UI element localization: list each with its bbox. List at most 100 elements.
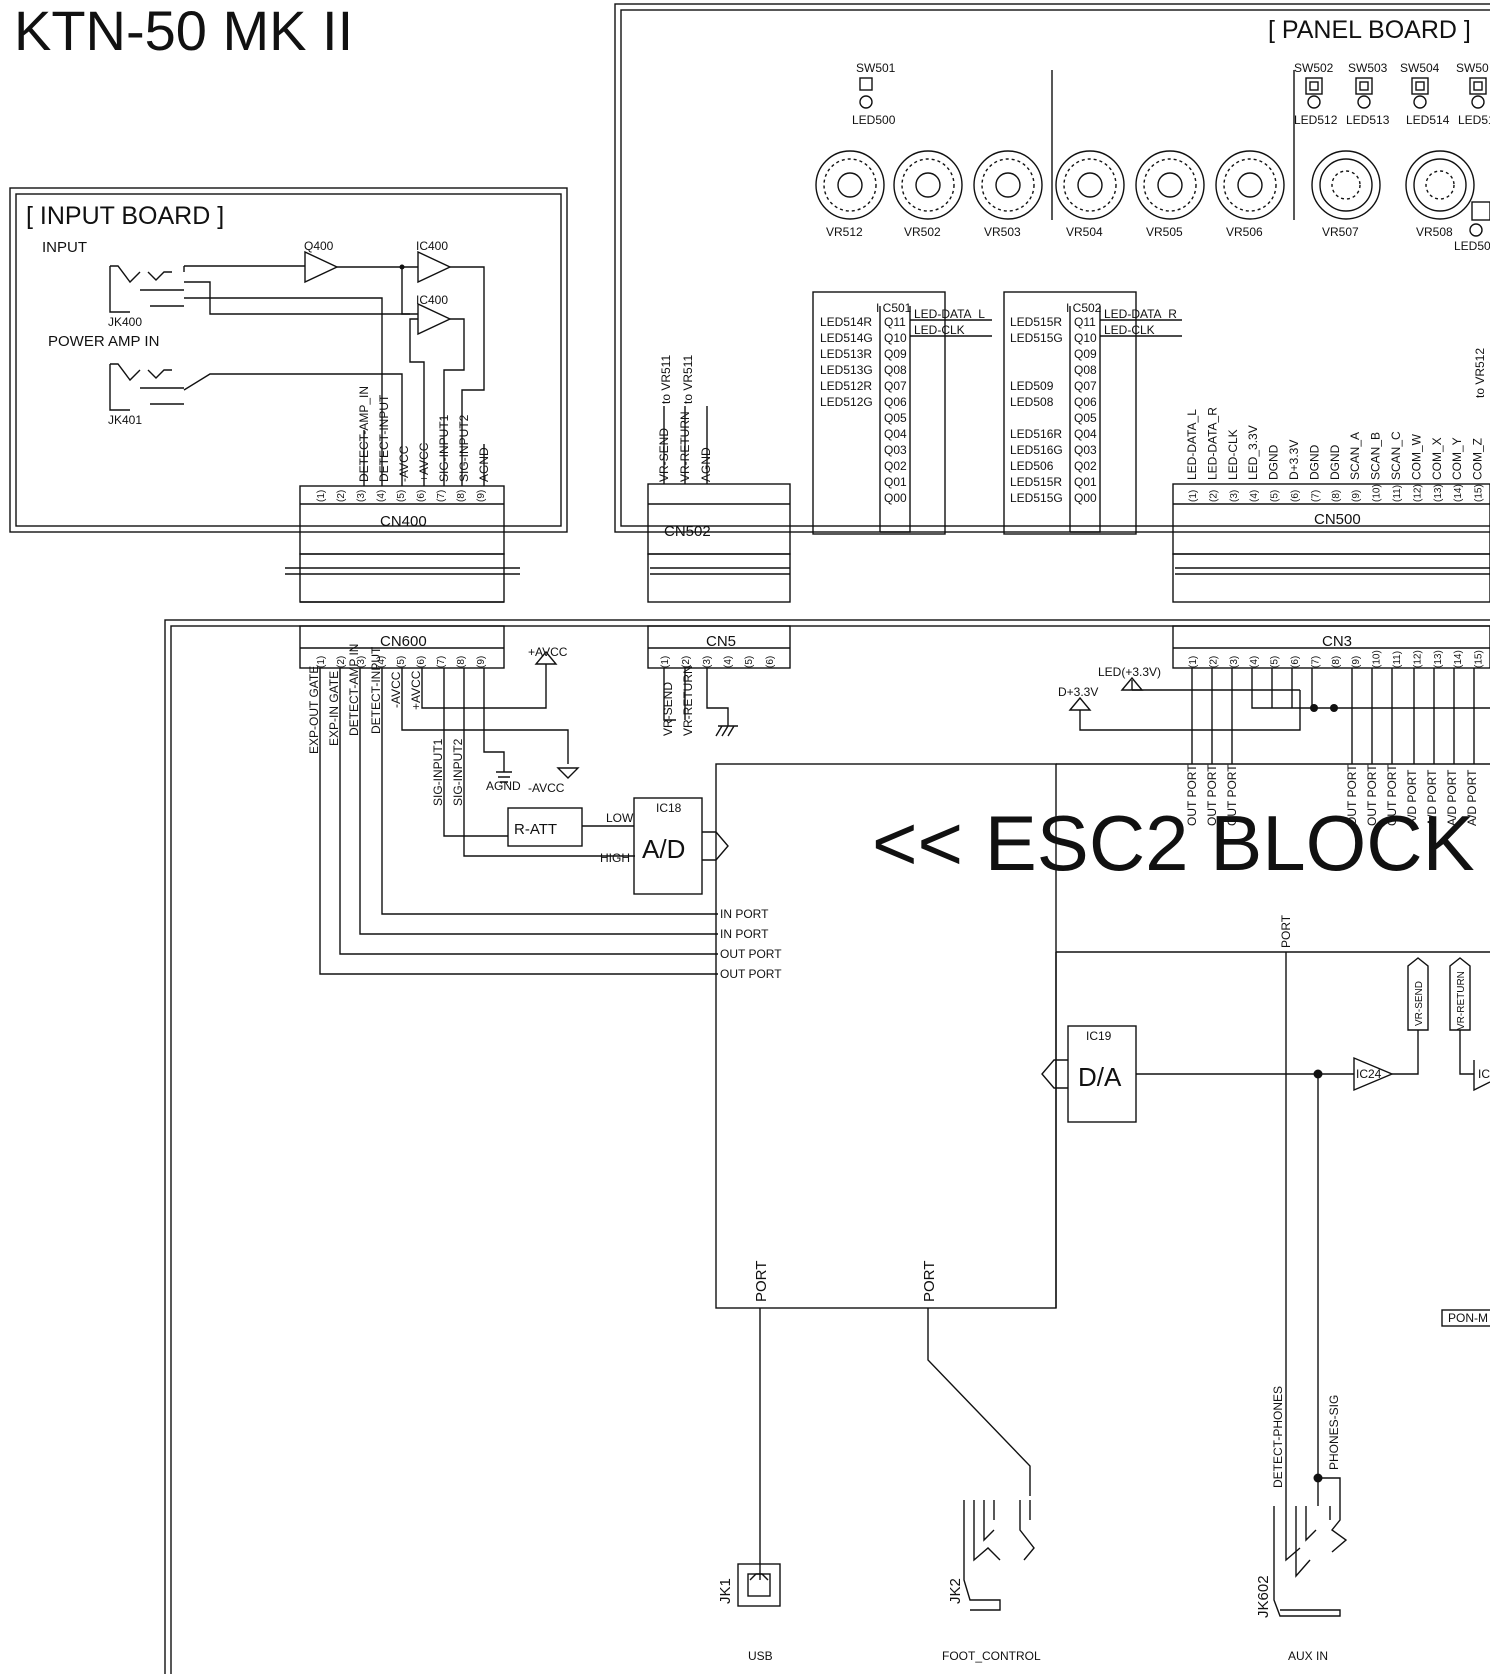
- cn500-pin-number: (7): [1310, 490, 1321, 502]
- cn5-pin-number: (2): [681, 656, 692, 668]
- ic501-output: Q07: [884, 379, 907, 393]
- right-port-label: OUT PORT: [1365, 764, 1379, 826]
- cn400-signal-label: DETECT-AMP_IN: [357, 386, 371, 482]
- cn3-label: CN3: [1322, 633, 1352, 650]
- cn600-signal-label: +AVCC: [409, 670, 423, 710]
- cn500-pin-number: (5): [1270, 490, 1281, 502]
- cn400-signal-label: -AVCC: [397, 445, 411, 482]
- right-port-label: A/D PORT: [1445, 769, 1459, 826]
- ad-label: A/D: [642, 834, 685, 864]
- cn500-pin-number: (4): [1249, 490, 1260, 502]
- ic502-output: Q03: [1074, 443, 1097, 457]
- cn500-signal-label: COM_Z: [1471, 438, 1485, 480]
- cn5-pin-number: (1): [660, 656, 671, 668]
- high-label: HIGH: [600, 851, 630, 865]
- cn600-pin-number: (7): [436, 656, 447, 668]
- esc2-left-port: IN PORT: [720, 907, 769, 921]
- ic501-output: Q05: [884, 411, 907, 425]
- cn500-pin-number: (13): [1433, 484, 1444, 502]
- cn500-signal-label: LED-CLK: [1226, 429, 1240, 480]
- vr-return-label: VR-RETURN: [1456, 971, 1467, 1030]
- power-amp-label: POWER AMP IN: [48, 333, 159, 350]
- led50-label: LED50: [1454, 239, 1490, 253]
- cn500-pin-number: (15): [1474, 484, 1485, 502]
- cn502-label: CN502: [664, 523, 711, 540]
- ic502-input: LED-DATA_R: [1104, 307, 1177, 321]
- cn500-pin-number: (2): [1208, 490, 1219, 502]
- cn500-pin-number: (12): [1412, 484, 1423, 502]
- cn3-pin-number: (5): [1270, 656, 1281, 668]
- cn400-signal-label: +AVCC: [417, 442, 431, 482]
- ic502-led: LED516R: [1010, 427, 1062, 441]
- cn3-pin-number: (6): [1290, 656, 1301, 668]
- cn600-signal-label: EXP-IN GATE: [327, 671, 341, 746]
- led-3v3-label: LED(+3.3V): [1098, 665, 1161, 679]
- ic501-output: Q00: [884, 491, 907, 505]
- cn400-pin-number: (9): [476, 490, 487, 502]
- cn400-pin-number: (2): [336, 490, 347, 502]
- usb-label: USB: [748, 1649, 773, 1663]
- cn400-pin-number: (1): [316, 490, 327, 502]
- sw505-label: SW50: [1456, 61, 1489, 75]
- jk1-label: JK1: [717, 1578, 734, 1604]
- cn600-pin-number: (4): [376, 656, 387, 668]
- low-label: LOW: [606, 811, 634, 825]
- cn500-signal-label: LED_3.3V: [1246, 425, 1260, 480]
- ic502-led: LED508: [1010, 395, 1054, 409]
- ic501-output: Q06: [884, 395, 907, 409]
- sw504-label: SW504: [1400, 61, 1440, 75]
- cn400-signal-label: SIG-INPUT1: [437, 414, 451, 482]
- cn502-to-label: to VR511: [681, 355, 695, 404]
- ic-partial-label: IC: [1478, 1067, 1490, 1081]
- out-port-label: OUT PORT: [1205, 764, 1219, 826]
- cn400-signal-label: SIG-INPUT2: [457, 414, 471, 482]
- ic501-led: LED514G: [820, 331, 873, 345]
- ic501-led: LED513G: [820, 363, 873, 377]
- cn3-pin-number: (13): [1433, 650, 1444, 668]
- jk401-label: JK401: [108, 413, 142, 427]
- cn5-pin-number: (3): [702, 656, 713, 668]
- vr-label: VR502: [904, 225, 941, 239]
- ratt-label: R-ATT: [514, 821, 557, 838]
- port-usb-label: PORT: [753, 1261, 770, 1302]
- vr-label: VR512: [826, 225, 863, 239]
- cn500-signal-label: DGND: [1267, 444, 1281, 480]
- detect-phones-label: DETECT-PHONES: [1271, 1386, 1285, 1488]
- esc2-left-port: IN PORT: [720, 927, 769, 941]
- avcc-plus-label: +AVCC: [528, 645, 568, 659]
- panel-board-title: [ PANEL BOARD ]: [1268, 16, 1471, 44]
- cn500-signal-label: COM_W: [1409, 433, 1423, 480]
- jk2-label: JK2: [947, 1578, 964, 1604]
- cn3-pin-number: (3): [1229, 656, 1240, 668]
- ic501-output: Q09: [884, 347, 907, 361]
- sw502-label: SW502: [1294, 61, 1334, 75]
- cn3-pin-number: (14): [1453, 650, 1464, 668]
- cn502-signal-label: VR-SEND: [657, 428, 671, 482]
- agnd-label: AGND: [486, 779, 521, 793]
- cn400-pin-number: (6): [416, 490, 427, 502]
- cn5-signal-label: VR-RETURN: [681, 665, 695, 736]
- ic502-led: LED515G: [1010, 491, 1063, 505]
- cn3-pin-number: (9): [1351, 656, 1362, 668]
- ic24-label: IC24: [1356, 1067, 1382, 1081]
- ic502-output: Q11: [1074, 315, 1096, 329]
- ic501-led: LED512R: [820, 379, 872, 393]
- cn500-signal-label: SCAN_A: [1348, 432, 1362, 480]
- cn500-pin-number: (14): [1453, 484, 1464, 502]
- cn3-pin-number: (10): [1372, 650, 1383, 668]
- cn500-signal-label: LED-DATA_R: [1205, 407, 1219, 480]
- cn5-label: CN5: [706, 633, 736, 650]
- cn3-pin-number: (7): [1310, 656, 1321, 668]
- cn5-pin-number: (5): [744, 656, 755, 668]
- out-port-label: OUT PORT: [1225, 764, 1239, 826]
- ic502-label: I C502: [1066, 301, 1102, 315]
- foot-control-label: FOOT_CONTROL: [942, 1649, 1041, 1663]
- vr-label: VR503: [984, 225, 1021, 239]
- sw503-label: SW503: [1348, 61, 1388, 75]
- ic501-output: Q03: [884, 443, 907, 457]
- cn400-pin-number: (3): [356, 490, 367, 502]
- cn502-to-label: to VR511: [659, 355, 673, 404]
- cn600-signal-label: EXP-OUT GATE: [307, 666, 321, 754]
- led500-label: LED500: [852, 113, 896, 127]
- cn3-pin-number: (1): [1188, 656, 1199, 668]
